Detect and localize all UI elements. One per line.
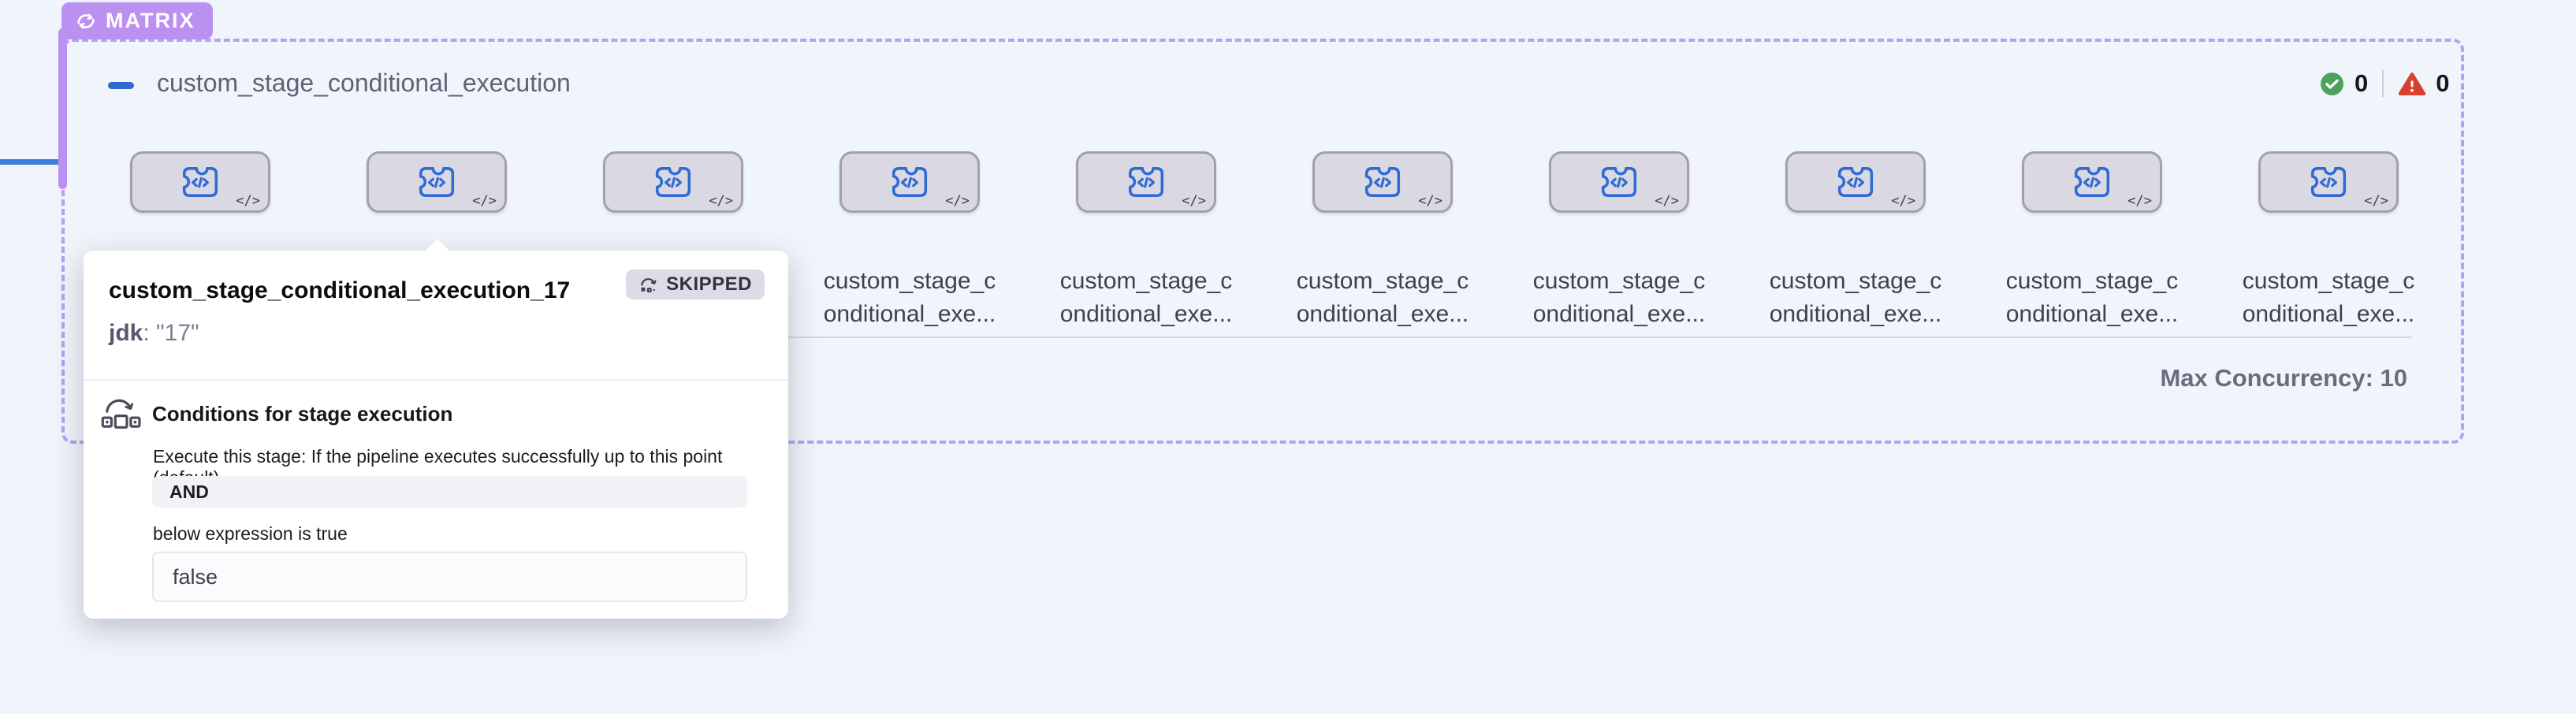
stage-card[interactable]: </> [1549,151,1689,213]
skip-arrow-icon [638,275,659,294]
custom-stage-puzzle-code-icon [1836,165,1875,199]
operator-chip: AND [152,476,747,508]
matrix-footer-divider [84,337,2412,338]
stage-card-label-line1: custom_stage_c [823,268,996,294]
stage-card-cell: </> custom_stage_c onditional_exe... [791,151,1028,331]
stage-card-label-line2: onditional_exe... [823,301,996,327]
tooltip-arrow [425,239,450,251]
stage-card-label: custom_stage_c onditional_exe... [791,265,1028,331]
warning-triangle-icon [2398,71,2426,97]
code-icon: </> [2364,193,2388,209]
matrix-left-rail [58,28,67,189]
stage-card-label-line1: custom_stage_c [1059,268,1233,294]
custom-stage-puzzle-code-icon [653,165,693,199]
variable-value: "17" [156,320,199,346]
stage-card-label: custom_stage_c onditional_exe... [1501,265,1737,331]
stage-card-label: custom_stage_c onditional_exe... [1974,265,2210,331]
failed-count: 0 [2436,69,2450,97]
custom-stage-puzzle-code-icon [181,165,220,199]
stage-card-cell: </> custom_stage_c onditional_exe... [1501,151,1737,331]
expression-note: below expression is true [153,523,348,544]
code-icon: </> [945,193,970,209]
stage-card[interactable]: </> [1312,151,1453,213]
collapse-minus-icon[interactable] [108,82,134,89]
max-concurrency-label: Max Concurrency: 10 [2160,364,2407,392]
stage-card-label-line1: custom_stage_c [1532,268,1706,294]
counter-divider [2382,70,2384,97]
custom-stage-puzzle-code-icon [2309,165,2348,199]
stage-card-label-line2: onditional_exe... [2005,301,2179,327]
stage-card[interactable]: </> [130,151,270,213]
tooltip-divider [84,379,788,381]
stage-card-label-line2: onditional_exe... [1532,301,1706,327]
stage-card-label-line2: onditional_exe... [1059,301,1233,327]
stage-card[interactable]: </> [367,151,507,213]
stage-tooltip-popup: custom_stage_conditional_execution_17 SK… [84,239,788,619]
stage-card[interactable]: </> [839,151,980,213]
variable-key: jdk [109,320,143,346]
custom-stage-puzzle-code-icon [1363,165,1402,199]
stage-card-cell: </> custom_stage_c onditional_exe... [1737,151,1974,331]
expression-value-box: false [152,552,747,602]
stage-card-label: custom_stage_c onditional_exe... [1028,265,1264,331]
custom-stage-puzzle-code-icon [890,165,929,199]
matrix-stage-cards-row: </> custom_stage_c onditional_exe... </>… [82,151,2447,331]
stage-card-label-line1: custom_stage_c [1769,268,1942,294]
stage-card-label: custom_stage_c onditional_exe... [1737,265,1974,331]
custom-stage-puzzle-code-icon [417,165,456,199]
stage-card[interactable]: </> [2258,151,2399,213]
custom-stage-puzzle-code-icon [1126,165,1166,199]
status-badge-label: SKIPPED [666,273,752,295]
stage-card-label-line1: custom_stage_c [1296,268,1469,294]
custom-stage-puzzle-code-icon [2072,165,2112,199]
variable-sep: : [143,320,157,346]
stage-card-label-line2: onditional_exe... [2242,301,2415,327]
custom-stage-puzzle-code-icon [1599,165,1639,199]
stage-card-label-line1: custom_stage_c [2005,268,2179,294]
status-badge: SKIPPED [626,270,765,299]
stage-card[interactable]: </> [2022,151,2162,213]
stage-card-cell: </> custom_stage_c onditional_exe... [2210,151,2447,331]
stage-card-label-line1: custom_stage_c [2242,268,2415,294]
loop-icon [74,9,98,33]
stage-card-label-line2: onditional_exe... [1769,301,1942,327]
code-icon: </> [1891,193,1915,209]
matrix-badge[interactable]: MATRIX [61,2,213,39]
code-icon: </> [1182,193,1206,209]
matrix-badge-label: MATRIX [106,9,195,32]
stage-card-cell: </> custom_stage_c onditional_exe... [1264,151,1501,331]
stage-card-cell: </> custom_stage_c onditional_exe... [1028,151,1264,331]
stage-card[interactable]: </> [1785,151,1926,213]
stage-card[interactable]: </> [603,151,743,213]
code-icon: </> [709,193,733,209]
check-circle-icon [2319,71,2345,97]
pipeline-connector-line [0,159,62,165]
stage-card-label: custom_stage_c onditional_exe... [1264,265,1501,331]
tooltip-stage-title: custom_stage_conditional_execution_17 [109,277,571,303]
code-icon: </> [1655,193,1679,209]
code-icon: </> [236,193,260,209]
stage-card[interactable]: </> [1076,151,1216,213]
code-icon: </> [472,193,497,209]
code-icon: </> [1418,193,1442,209]
success-count: 0 [2355,69,2369,97]
conditions-heading: Conditions for stage execution [152,402,453,426]
matrix-variable-line: jdk: "17" [109,320,199,347]
conditional-execution-icon [99,396,142,439]
code-icon: </> [2127,193,2152,209]
stage-card-label-line2: onditional_exe... [1296,301,1469,327]
status-counters: 0 0 [2319,69,2450,98]
matrix-dashed-container [61,39,2464,444]
matrix-group-title: custom_stage_conditional_execution [157,69,571,97]
stage-card-cell: </> custom_stage_c onditional_exe... [1974,151,2210,331]
stage-card-label: custom_stage_c onditional_exe... [2210,265,2447,331]
